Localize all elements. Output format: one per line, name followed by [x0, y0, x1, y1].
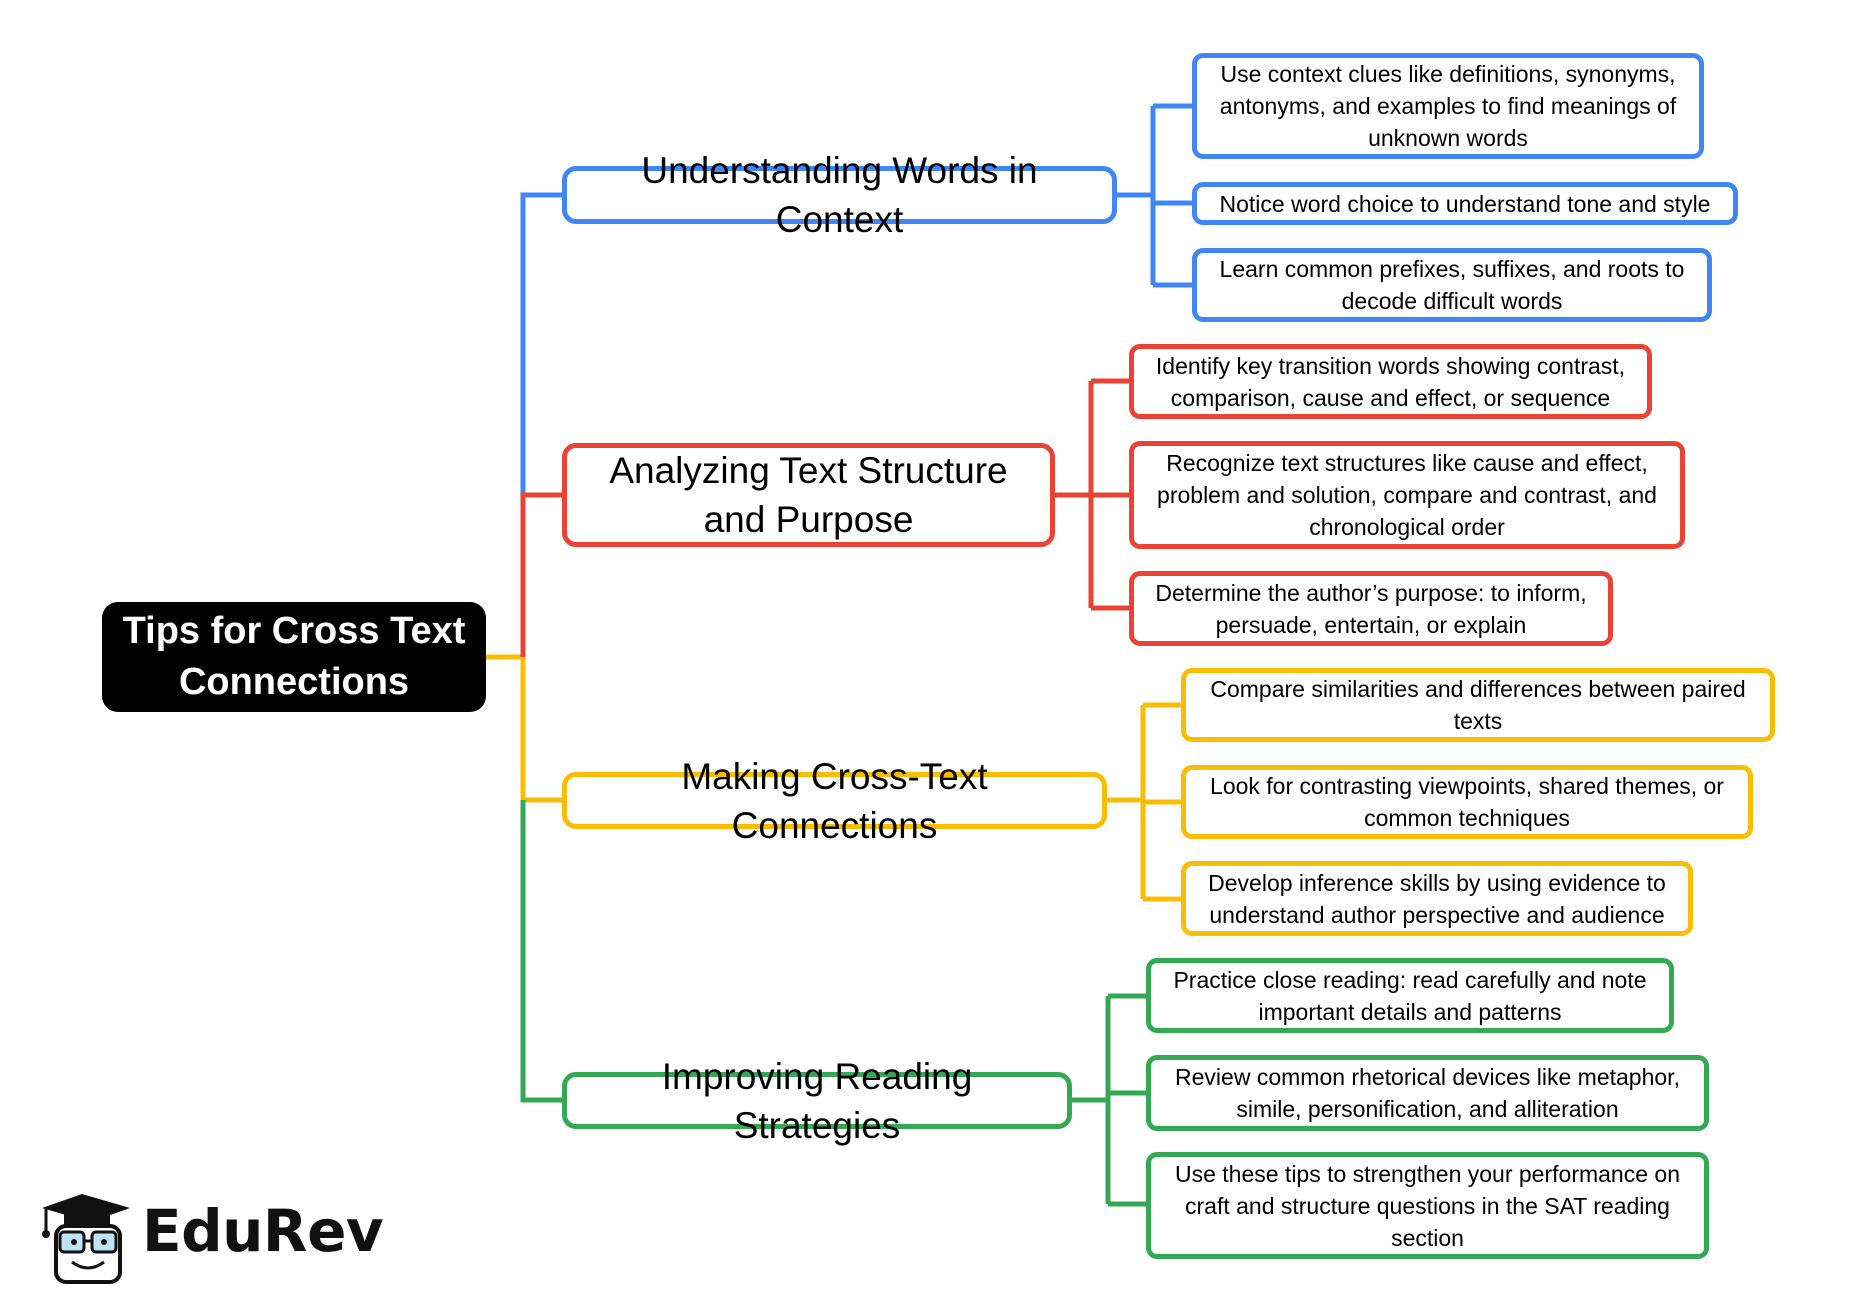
root-node: Tips for Cross Text Connections — [102, 602, 486, 712]
root-title: Tips for Cross Text Connections — [122, 610, 466, 703]
connector-yellow-trunk — [520, 657, 562, 803]
edurev-logo — [42, 1194, 130, 1284]
leaf-text: Practice close reading: read carefully a… — [1173, 966, 1647, 1025]
leaf-text: Learn common prefixes, suffixes, and roo… — [1219, 256, 1685, 314]
branch-cross-text: Making Cross-Text Connections — [562, 756, 1107, 846]
leaf-prefixes-suffixes: Learn common prefixes, suffixes, and roo… — [1192, 248, 1712, 322]
leaf-text: Develop inference skills by using eviden… — [1208, 869, 1666, 928]
branch-label: Making Cross-Text Connections — [681, 755, 988, 846]
leaf-text: Identify key transition words showing co… — [1155, 352, 1626, 411]
leaf-text: Determine the author’s purpose: to infor… — [1155, 579, 1587, 638]
leaf-close-reading: Practice close reading: read carefully a… — [1146, 958, 1674, 1033]
leaf-compare-similarities: Compare similarities and differences bet… — [1181, 668, 1775, 742]
leaf-text: Use context clues like definitions, syno… — [1219, 61, 1677, 151]
leaf-transition-words: Identify key transition words showing co… — [1129, 344, 1652, 419]
leaf-word-choice: Notice word choice to understand tone an… — [1192, 182, 1738, 225]
leaf-text: Notice word choice to understand tone an… — [1219, 190, 1711, 217]
connector-yellow-leaves — [1107, 702, 1181, 902]
leaf-text: Recognize text structures like cause and… — [1157, 450, 1657, 540]
leaf-text: Use these tips to strengthen your perfor… — [1174, 1160, 1680, 1251]
leaf-text: Review common rhetorical devices like me… — [1175, 1064, 1680, 1122]
leaf-text-structures: Recognize text structures like cause and… — [1129, 441, 1685, 549]
branch-understanding-words: Understanding Words in Context — [562, 150, 1117, 240]
branch-analyzing-structure: Analyzing Text Structure and Purpose — [562, 443, 1055, 547]
leaf-author-purpose: Determine the author’s purpose: to infor… — [1129, 571, 1613, 646]
connector-red-leaves — [1055, 378, 1129, 611]
mascot-face-icon — [54, 1224, 122, 1284]
connector-blue-trunk — [520, 192, 562, 495]
connector-green-leaves — [1072, 993, 1146, 1207]
leaf-text: Compare similarities and differences bet… — [1210, 676, 1746, 734]
leaf-inference-skills: Develop inference skills by using eviden… — [1181, 861, 1693, 936]
branch-label: Improving Reading Strategies — [661, 1055, 973, 1146]
leaf-context-clues: Use context clues like definitions, syno… — [1192, 53, 1704, 159]
logo-wordmark: EduRev — [142, 1197, 384, 1265]
leaf-rhetorical-devices: Review common rhetorical devices like me… — [1146, 1055, 1709, 1131]
leaf-text: Look for contrasting viewpoints, shared … — [1210, 773, 1724, 831]
connector-red-trunk — [520, 492, 562, 657]
leaf-contrasting-viewpoints: Look for contrasting viewpoints, shared … — [1181, 765, 1753, 839]
branch-reading-strategies: Improving Reading Strategies — [562, 1056, 1072, 1146]
branch-label: Understanding Words in Context — [641, 150, 1038, 240]
connector-blue-leaves — [1117, 103, 1192, 288]
leaf-sat-tips: Use these tips to strengthen your perfor… — [1146, 1152, 1709, 1259]
branch-label: Analyzing Text Structure and Purpose — [609, 450, 1008, 540]
graduation-cap-icon — [42, 1194, 130, 1238]
connector-green-trunk — [520, 800, 562, 1103]
